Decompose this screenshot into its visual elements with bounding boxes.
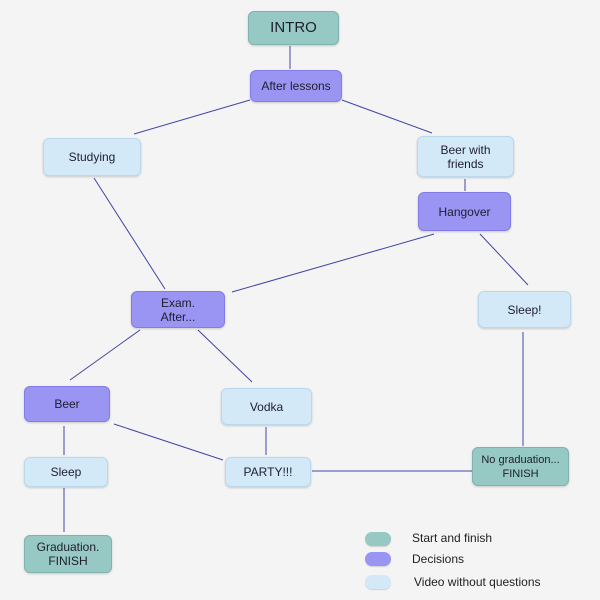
edge-beer-party (113, 423, 224, 461)
node-beer[interactable]: Beer (24, 386, 110, 422)
legend-label-start-finish: Start and finish (412, 531, 493, 545)
node-no-graduation[interactable]: No graduation... FINISH (472, 447, 569, 486)
node-after-lessons[interactable]: After lessons (250, 70, 342, 102)
node-hangover[interactable]: Hangover (418, 192, 511, 231)
node-sleep-left[interactable]: Sleep (24, 457, 108, 487)
node-beer-with-friends[interactable]: Beer with friends (417, 136, 514, 177)
legend-swatch-video (365, 575, 391, 589)
legend-swatch-start-finish (365, 532, 391, 546)
edge-hangover-sleep-right (479, 233, 529, 286)
legend-swatch-decisions (365, 552, 391, 566)
node-graduation[interactable]: Graduation. FINISH (24, 535, 112, 573)
edge-hangover-exam (231, 233, 435, 293)
edge-after-lessons-studying (133, 99, 251, 135)
edge-exam-vodka (197, 329, 253, 383)
node-sleep-right[interactable]: Sleep! (478, 291, 571, 328)
legend-label-decisions: Decisions (412, 552, 465, 566)
edge-after-lessons-beer-with-friends (341, 99, 433, 134)
legend-label-video: Video without questions (414, 575, 541, 589)
node-vodka[interactable]: Vodka (221, 388, 312, 425)
node-intro[interactable]: INTRO (248, 11, 339, 45)
edge-studying-exam (93, 177, 166, 290)
node-studying[interactable]: Studying (43, 138, 141, 176)
node-party[interactable]: PARTY!!! (225, 457, 311, 487)
node-exam-after[interactable]: Exam. After... (131, 291, 225, 328)
edge-exam-beer (69, 329, 141, 381)
